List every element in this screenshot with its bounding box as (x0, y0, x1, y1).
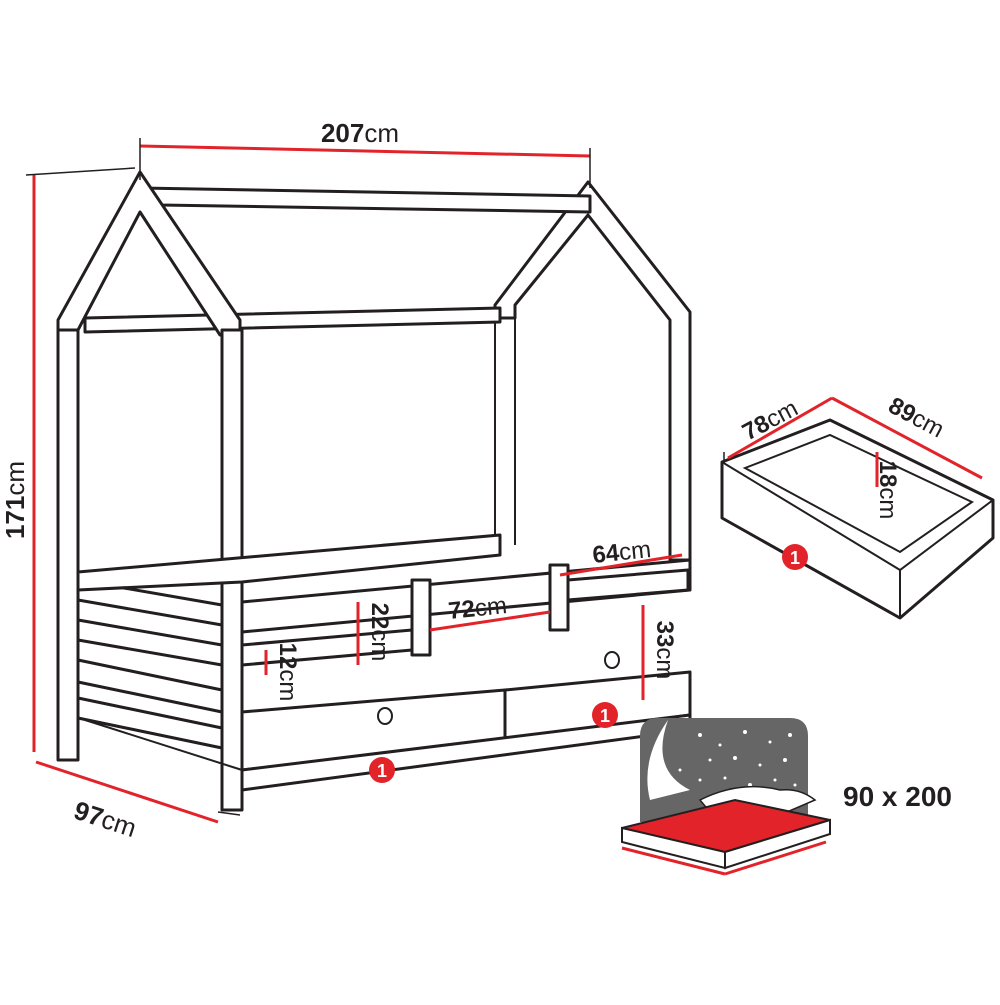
side-gap-unit: cm (274, 669, 301, 701)
house-bed-frame (56, 170, 692, 812)
bed-badge-right: 1 (592, 702, 618, 728)
opening-unit: cm (474, 592, 509, 622)
svg-text:64cm: 64cm (591, 536, 652, 569)
drawer-badge-text: 1 (790, 548, 800, 568)
side-gap-dimension: 12cm (264, 643, 301, 702)
guard-height-unit: cm (366, 629, 393, 661)
drawer-detail: 78cm 89cm 18cm 1 (720, 392, 995, 620)
drawer-height-detail-unit: cm (874, 487, 901, 519)
drawer-height-value: 33 (651, 621, 678, 648)
guard-height-dimension: 22cm (356, 602, 393, 665)
bed-badge-left: 1 (369, 757, 395, 783)
bed-badge-left-text: 1 (377, 761, 387, 781)
svg-text:89cm: 89cm (884, 392, 949, 443)
drawer-knob-left (377, 707, 393, 725)
side-gap-value: 12 (274, 643, 301, 670)
svg-text:72cm: 72cm (447, 592, 508, 625)
svg-text:22cm: 22cm (366, 603, 393, 662)
drawer-knob-right (604, 651, 620, 669)
bed-badge-right-text: 1 (600, 706, 610, 726)
width-dimension: 207cm (139, 118, 591, 188)
drawer-height-unit: cm (651, 647, 678, 679)
guard-length-unit: cm (618, 536, 653, 566)
svg-text:18cm: 18cm (874, 461, 901, 520)
svg-text:171cm: 171cm (0, 461, 30, 539)
svg-text:12cm: 12cm (274, 643, 301, 702)
guard-length-dimension: 64cm (559, 536, 683, 577)
depth-unit: cm (98, 804, 140, 843)
drawer-height-dimension: 33cm (641, 605, 678, 700)
stars-icon (678, 730, 797, 787)
height-dimension: 171cm (0, 167, 136, 752)
svg-text:207cm: 207cm (321, 118, 399, 148)
guard-height-value: 22 (366, 603, 393, 630)
depth-dimension: 97cm (35, 760, 241, 843)
mattress-size-label: 90 x 200 (843, 781, 952, 812)
height-unit: cm (0, 461, 30, 496)
mattress-icon (621, 718, 831, 876)
height-value: 171 (0, 496, 30, 539)
svg-text:97cm: 97cm (70, 795, 140, 843)
guard-length-value: 64 (591, 539, 621, 569)
width-unit: cm (364, 118, 399, 148)
drawer-height-detail-value: 18 (874, 461, 901, 488)
width-value: 207 (321, 118, 364, 148)
opening-dimension: 72cm (429, 592, 551, 632)
svg-text:33cm: 33cm (651, 621, 678, 680)
opening-value: 72 (447, 595, 476, 625)
